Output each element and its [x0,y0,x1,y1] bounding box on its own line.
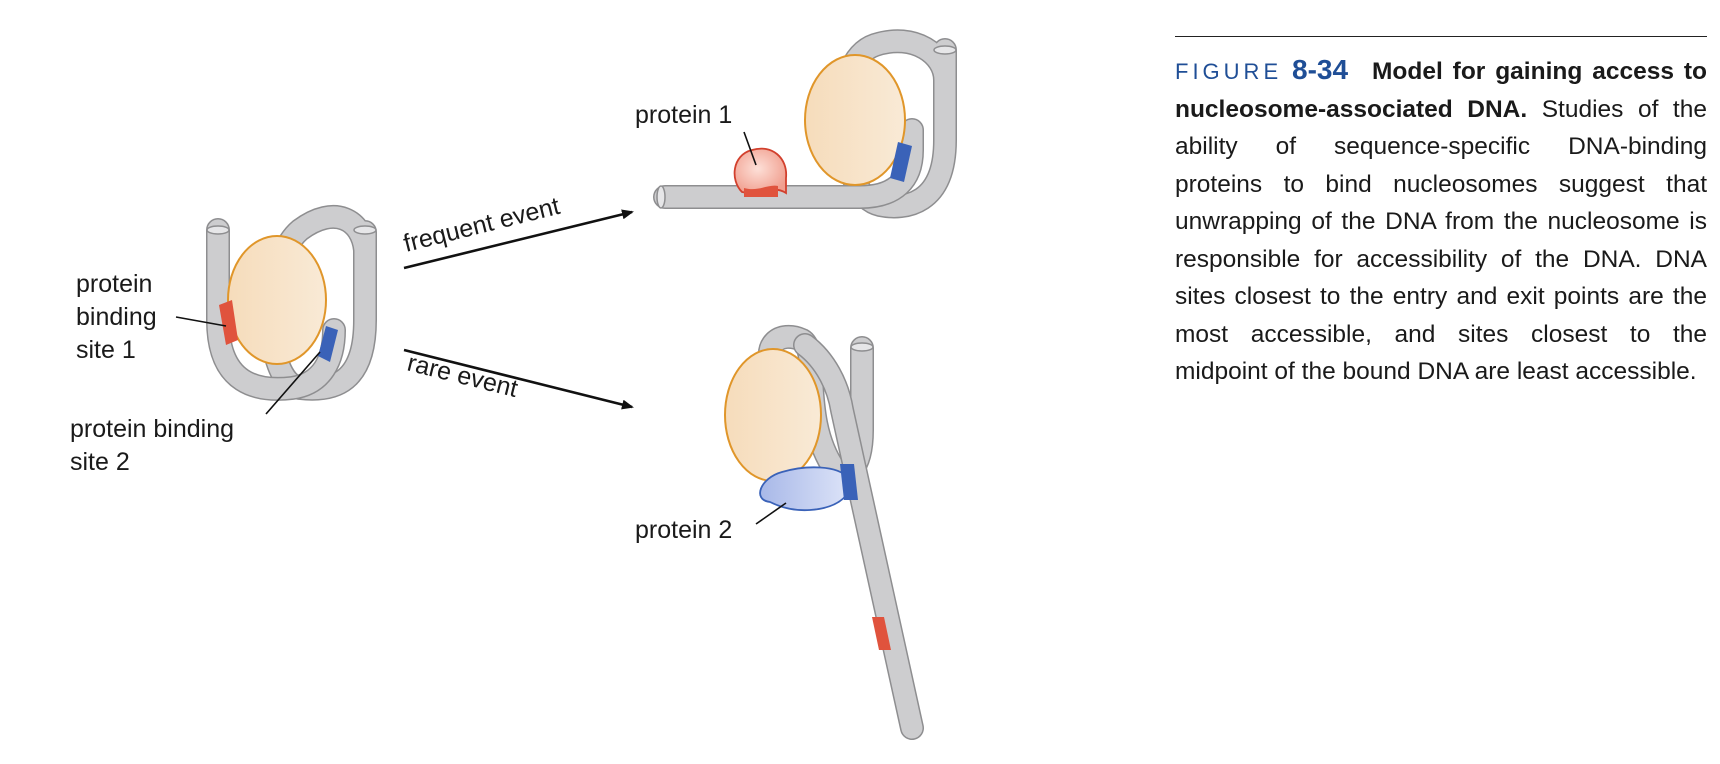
binding-site-1 [219,300,238,345]
binding-site-2 [890,142,912,182]
nucleosome-intact [206,204,377,401]
protein-1-label: protein 1 [635,101,732,129]
histone-octamer [227,235,327,365]
site-1-leader [175,316,227,327]
figure-body: Studies of the ability of sequence-speci… [1175,95,1707,386]
site-1-label: protein binding site 1 [76,270,164,364]
frequent-event-arrow [403,209,634,270]
nucleosome-access-diagram: protein binding site 1 protein binding s… [70,29,957,740]
binding-site-1 [744,185,778,197]
figure-title: Model for gaining access to nucleosome-a… [1175,58,1707,123]
protein-1-leader [743,131,757,166]
binding-site-1 [872,617,891,650]
rare-event-arrow [403,348,634,410]
histone-octamer [804,54,906,186]
protein-1 [733,147,787,195]
figure-number: 8-34 [1292,54,1349,85]
site-2-label: protein binding site 2 [70,415,241,476]
histone-octamer [724,348,822,482]
rare-event-label: rare event [405,349,521,403]
site-2-leader [265,351,321,415]
protein-2-leader [755,502,787,525]
binding-site-2 [318,326,338,362]
protein-2-label: protein 2 [635,516,732,544]
nucleosome-unwrapped-midpoint [724,324,924,740]
nucleosome-unwrapped-entry [653,29,957,219]
binding-site-2 [840,464,858,500]
figure-caption: FIGURE 8-34 Model for gaining access to … [1175,36,1707,391]
figure-word: FIGURE [1175,59,1283,84]
